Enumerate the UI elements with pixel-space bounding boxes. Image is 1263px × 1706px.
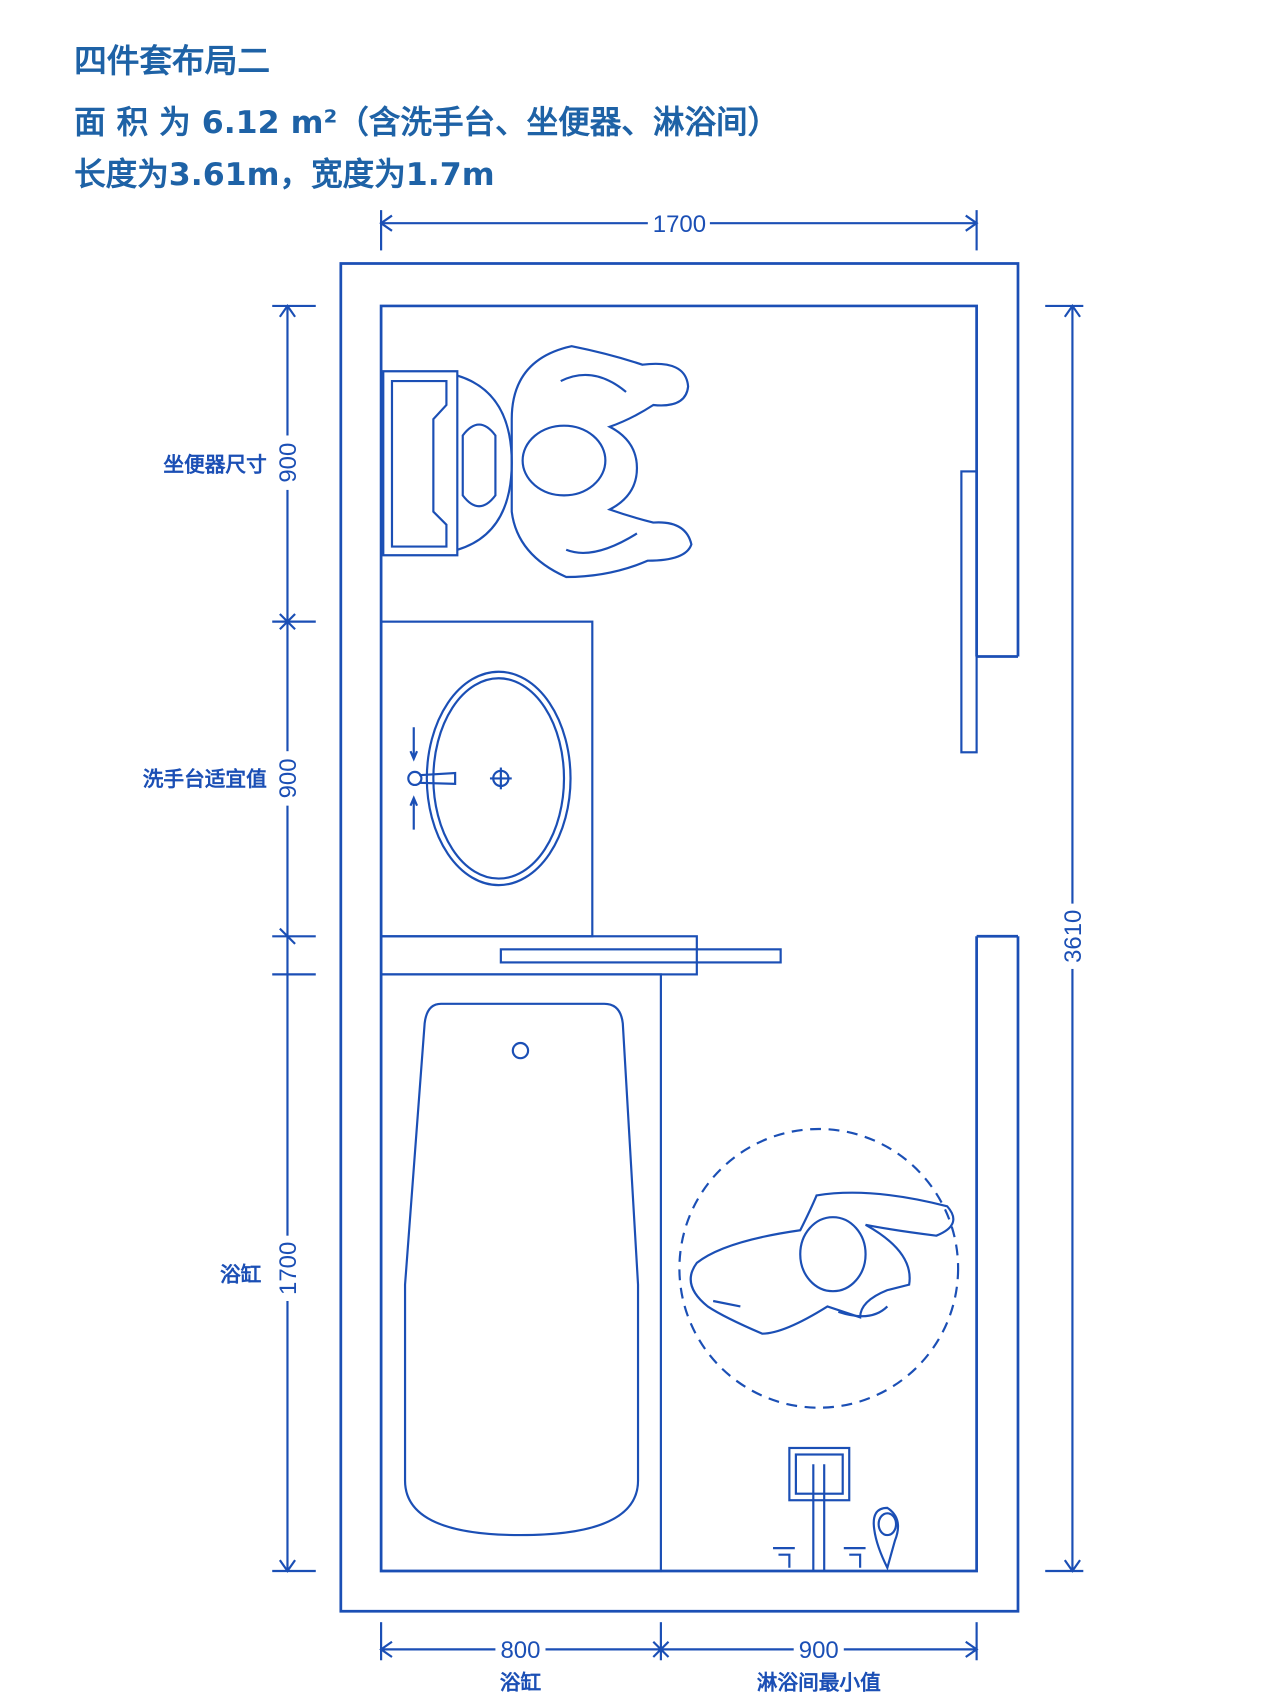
- top-width-dimension: 1700: [379, 210, 979, 251]
- basin-label: 洗手台适宜值: [143, 767, 267, 791]
- bathtub-icon: [380, 973, 662, 1573]
- layout-title: 四件套布局二: [74, 42, 270, 80]
- right-length-dimension: 3610: [1045, 304, 1087, 1573]
- wash-basin-icon: [380, 620, 594, 938]
- shower-fixtures-icon: [773, 1446, 900, 1572]
- size-description: 长度为3.61m，宽度为1.7m: [74, 156, 495, 193]
- door-leaf: [960, 470, 978, 754]
- shower-turning-circle: [678, 1127, 960, 1409]
- bathtub-bottom-label: 浴缸: [500, 1671, 542, 1695]
- left-dimension-chain: 900 900 1700 坐便器尺寸 洗手台适宜值 浴缸: [143, 304, 316, 1573]
- bottom-dimension-chain: 800 900 浴缸 淋浴间最小值: [379, 1622, 979, 1695]
- top-width-value: 1700: [653, 211, 706, 238]
- basin-depth-value: 900: [275, 758, 302, 798]
- toilet-label: 坐便器尺寸: [163, 452, 266, 476]
- counter-shelf: [380, 935, 782, 976]
- shower-bottom-label: 淋浴间最小值: [757, 1671, 881, 1695]
- toilet-depth-value: 900: [275, 443, 302, 483]
- standing-person-icon: [689, 1191, 955, 1335]
- bathtub-width-value: 800: [500, 1637, 540, 1664]
- seated-person-icon: [510, 345, 693, 579]
- area-description: 面 积 为 6.12 m²（含洗手台、坐便器、淋浴间）: [74, 105, 779, 141]
- total-length-value: 3610: [1060, 910, 1087, 963]
- bathtub-length-value: 1700: [275, 1242, 302, 1295]
- bathtub-side-label: 浴缸: [220, 1262, 262, 1286]
- toilet-icon: [382, 370, 513, 557]
- shower-width-value: 900: [799, 1637, 839, 1664]
